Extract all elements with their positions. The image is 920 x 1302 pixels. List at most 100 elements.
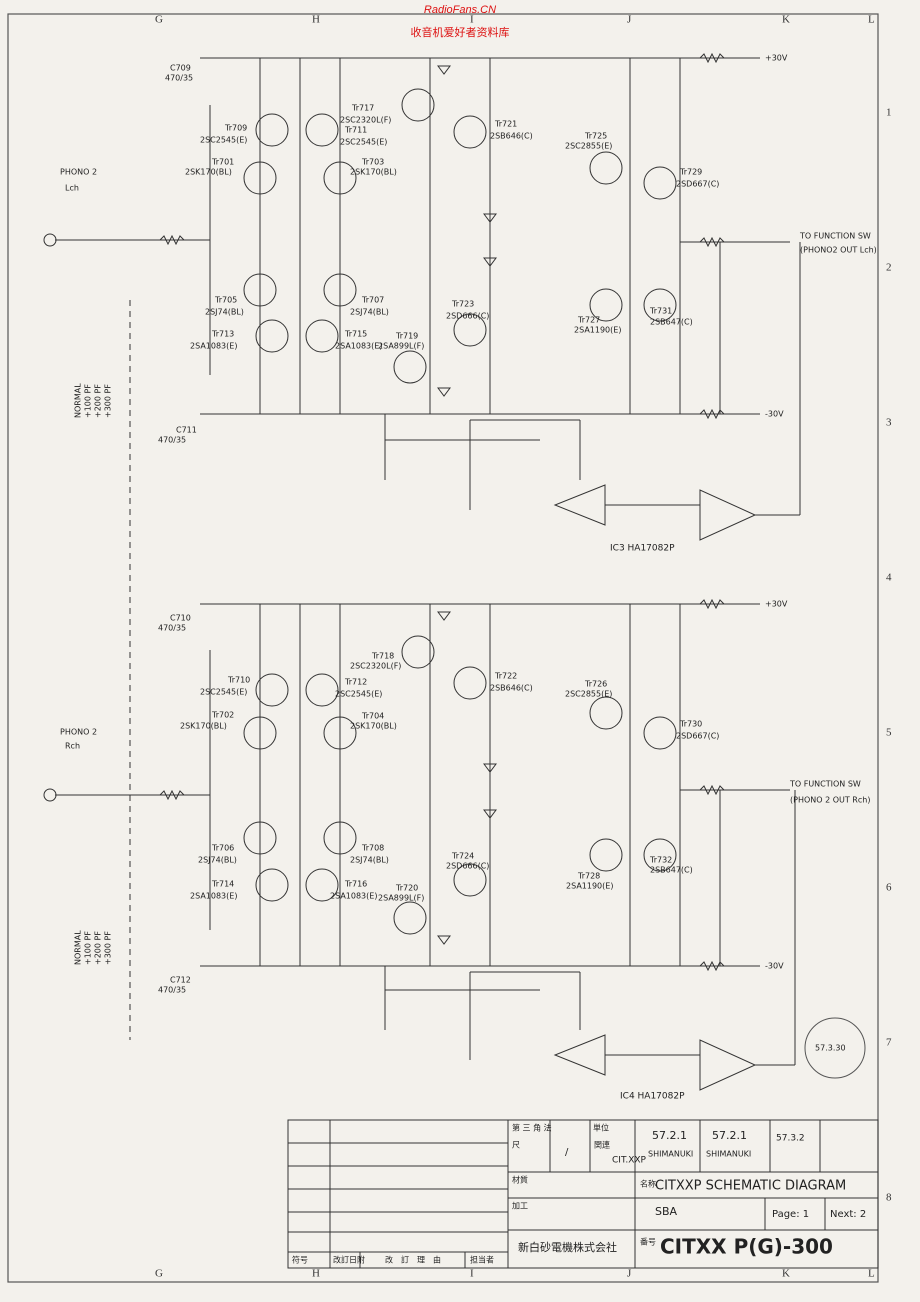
upper-tr715-ref: Tr715: [344, 330, 367, 339]
upper-tr711-part: 2SC2545(E): [340, 138, 387, 147]
upper-tr709-part: 2SC2545(E): [200, 136, 247, 145]
lower-tr732-part: 2SB647(C): [650, 866, 693, 875]
tb-number: CITXX P(G)-300: [660, 1235, 833, 1259]
upper-tr711-ref: Tr711: [344, 126, 367, 135]
grid-row-7: 7: [886, 1037, 892, 1049]
approval-stamp: 57.3.30: [804, 1017, 866, 1079]
tb-company: 新白砂電機株式会社: [518, 1240, 617, 1254]
upper-input-label: PHONO 2: [60, 168, 97, 177]
tb-scale-label: 尺: [512, 1141, 520, 1150]
upper-tr721-ref: Tr721: [494, 120, 517, 129]
upper-tr731-part: 2SB647(C): [650, 318, 693, 327]
tb-related-label: 関連: [594, 1140, 610, 1150]
grid-col-labels-top: G H I J K L: [155, 14, 875, 26]
watermark-site: RadioFans.CN: [423, 4, 497, 16]
normal-pf300-upper: +300 PF: [104, 384, 113, 418]
lower-tr730-part: 2SD667(C): [676, 732, 719, 741]
lower-channel-circuit: [43, 598, 796, 1091]
upper-supply-pos: +30V: [765, 54, 788, 63]
normal-label-lower: NORMAL: [74, 930, 83, 965]
sheet-border: [7, 13, 879, 1283]
upper-tr727-ref: Tr727: [577, 316, 600, 325]
tb-page: Page: 1: [772, 1209, 809, 1220]
tb-title-label: 名称: [640, 1179, 656, 1189]
tb-design-date: 57.2.1: [712, 1129, 747, 1142]
upper-tr719-ref: Tr719: [395, 332, 418, 341]
lower-tr718-ref: Tr718: [371, 652, 394, 661]
lower-tr732-ref: Tr732: [649, 856, 672, 865]
lower-tr712-part: 2SC2545(E): [335, 690, 382, 699]
normal-pf100-upper: +100 PF: [84, 384, 93, 418]
lower-tr714-part: 2SA1083(E): [190, 892, 237, 901]
grid-col-j: J: [627, 14, 632, 26]
upper-tr705-part: 2SJ74(BL): [205, 308, 244, 317]
lower-tr702-ref: Tr702: [211, 711, 234, 720]
tb-code: SBA: [655, 1205, 678, 1218]
upper-tr723-ref: Tr723: [451, 300, 474, 309]
watermark-site-cn: 收音机爱好者资料库: [410, 27, 510, 39]
tb-drawn-date: 57.2.1: [652, 1129, 687, 1142]
grid-row-1: 1: [886, 107, 892, 119]
upper-channel-label: Lch: [65, 184, 79, 193]
grid-col-g: G: [155, 14, 163, 26]
tb-number-label: 番号: [640, 1237, 656, 1247]
lower-cap-c712: C712: [170, 976, 191, 985]
upper-output-label: TO FUNCTION SW: [799, 232, 871, 241]
grid-row-2: 2: [886, 262, 892, 274]
tb-rev-person: 担当者: [470, 1255, 494, 1265]
normal-pf100-lower: +100 PF: [84, 931, 93, 965]
grid-col-k-bottom: K: [782, 1268, 790, 1280]
tb-rev-symbol: 符号: [292, 1255, 308, 1265]
upper-tr703-ref: Tr703: [361, 158, 384, 167]
lower-tr718-part: 2SC2320L(F): [350, 662, 401, 671]
lower-tr702-part: 2SK170(BL): [180, 722, 227, 731]
lower-labels: PHONO 2 Rch TO FUNCTION SW (PHONO 2 OUT …: [60, 600, 870, 1102]
tb-design-name: SHIMANUKI: [706, 1150, 751, 1159]
upper-tr719-part: 2SA899L(F): [378, 342, 424, 351]
upper-cap-c711: C711: [176, 426, 197, 435]
lower-tr710-part: 2SC2545(E): [200, 688, 247, 697]
lower-cap-c712-val: 470/35: [158, 986, 186, 995]
upper-tr701-part: 2SK170(BL): [185, 168, 232, 177]
upper-ic-label: IC3 HA17082P: [610, 544, 675, 554]
upper-cap-c711-val: 470/35: [158, 436, 186, 445]
upper-tr723-part: 2SD666(C): [446, 312, 489, 321]
lower-tr726-part: 2SC2855(E): [565, 690, 612, 699]
lower-tr724-part: 2SD666(C): [446, 862, 489, 871]
upper-tr715-part: 2SA1083(E): [335, 342, 382, 351]
upper-tr729-part: 2SD667(C): [676, 180, 719, 189]
upper-tr721-part: 2SB646(C): [490, 132, 533, 141]
grid-col-l-bottom: L: [868, 1268, 875, 1280]
tb-rev-date: 改訂日附: [333, 1255, 365, 1265]
upper-cap-c709: C709: [170, 64, 191, 73]
upper-tr729-ref: Tr729: [679, 168, 702, 177]
grid-col-i: I: [470, 14, 474, 26]
lower-output-sub: (PHONO 2 OUT Rch): [790, 796, 870, 805]
lower-tr730-ref: Tr730: [679, 720, 702, 729]
tb-rev-reason: 改 訂 理 由: [385, 1255, 441, 1265]
normal-pf300-lower: +300 PF: [104, 931, 113, 965]
tb-unit: 単位: [593, 1123, 609, 1133]
lower-tr714-ref: Tr714: [211, 880, 234, 889]
grid-col-h: H: [312, 14, 320, 26]
lower-tr716-part: 2SA1083(E): [330, 892, 377, 901]
upper-labels: PHONO 2 Lch TO FUNCTION SW (PHONO2 OUT L…: [60, 54, 877, 554]
grid-col-j-bottom: J: [627, 1268, 632, 1280]
lower-cap-c710-val: 470/35: [158, 624, 186, 633]
lower-tr728-part: 2SA1190(E): [566, 882, 613, 891]
grid-row-3: 3: [886, 417, 892, 429]
tb-check-date: 57.3.2: [776, 1134, 805, 1144]
upper-tr707-part: 2SJ74(BL): [350, 308, 389, 317]
grid-col-labels-bottom: G H I J K L: [155, 1268, 875, 1280]
upper-supply-neg: -30V: [765, 410, 784, 419]
tb-drawn-name: SHIMANUKI: [648, 1150, 693, 1159]
upper-tr717-ref: Tr717: [351, 104, 374, 113]
grid-col-l: L: [868, 14, 875, 26]
lower-ic-label: IC4 HA17082P: [620, 1092, 685, 1102]
lower-tr704-ref: Tr704: [361, 712, 384, 721]
lower-channel-label: Rch: [65, 742, 80, 751]
lower-tr716-ref: Tr716: [344, 880, 367, 889]
grid-row-4: 4: [886, 572, 892, 584]
title-block-text: 第 三 角 法 単位 尺 / 関連 CIT.XXP 材質 加工 57.2.1 S…: [292, 1123, 866, 1265]
